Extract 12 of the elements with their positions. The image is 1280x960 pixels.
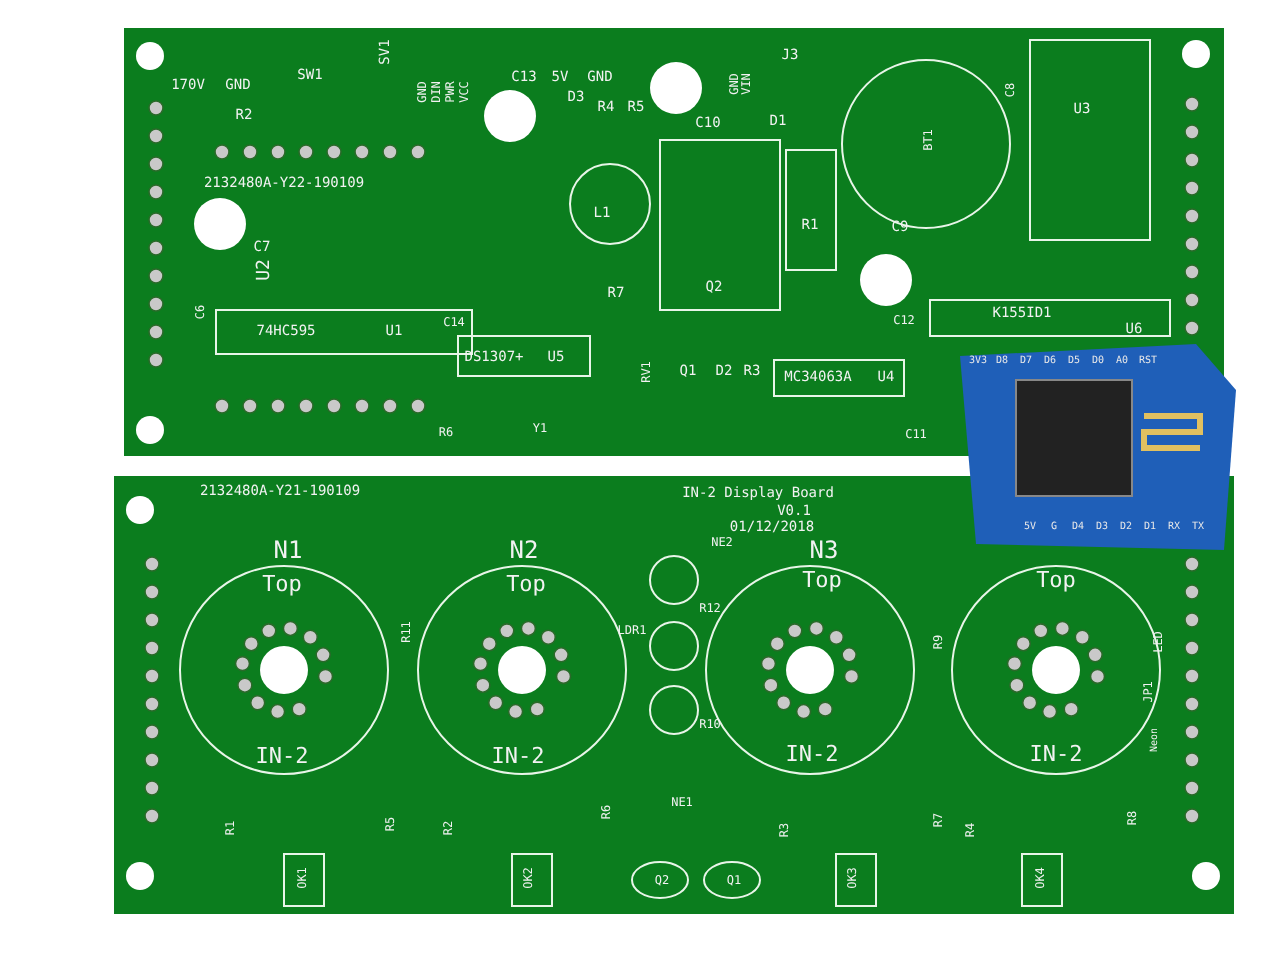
silkscreen-label: IN-2 — [255, 745, 309, 767]
silkscreen-label: N2 — [509, 538, 539, 562]
silkscreen-label: IN-2 — [785, 743, 839, 765]
silkscreen-label: IN-2 — [1029, 743, 1083, 765]
silkscreen-label: Top — [1036, 569, 1076, 591]
silkscreen-label: IN-2 — [491, 745, 545, 767]
silkscreen-label: U2 — [257, 259, 275, 281]
silkscreen-label: Top — [506, 573, 546, 595]
silkscreen-label: Top — [262, 573, 302, 595]
silkscreen-label: N3 — [809, 538, 839, 562]
silkscreen-label: Top — [802, 569, 842, 591]
silkscreen-label: N1 — [273, 538, 303, 562]
